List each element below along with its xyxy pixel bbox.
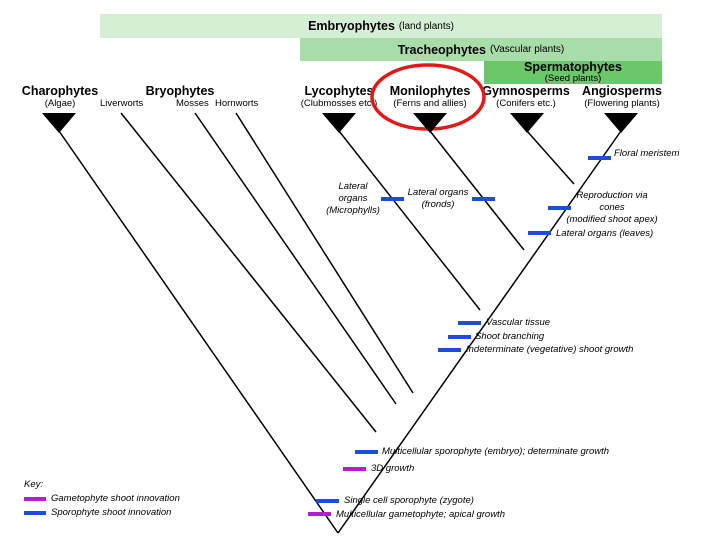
charophytes-name: Charophytes: [21, 84, 99, 98]
spermatophytes-name: Spermatophytes: [524, 59, 622, 74]
label-lateral-leaves: Lateral organs (leaves): [556, 228, 654, 239]
legend-swatch-sporophyte: [24, 510, 46, 515]
label-fronds-line-1: Lateral organs: [407, 187, 469, 198]
label-multicellular-sporophyte: Multicellular sporophyte (embryo); deter…: [382, 446, 610, 457]
embryophytes-name: Embryophytes: [308, 19, 395, 33]
tip-triangle-monilophytes: [413, 113, 447, 133]
tip-triangle-angiosperms: [604, 113, 638, 133]
legend-label-gametophyte: Gametophyte shoot innovation: [51, 493, 180, 504]
branch-mosses: [194, 112, 397, 405]
taxon-charophytes: Charophytes (Algae): [18, 84, 102, 109]
legend-swatch-gametophyte: [24, 496, 46, 501]
label-microphylls-line-3: (Microphylls): [326, 205, 380, 216]
label-floral-meristem: Floral meristem: [614, 148, 680, 159]
charophytes-desc: (Algae): [44, 98, 76, 109]
label-shoot-branching: Shoot branching: [475, 331, 545, 342]
branch-liverworts: [120, 112, 377, 433]
branch-charophytes: [58, 130, 339, 534]
taxon-lycophytes: Lycophytes (Clubmosses etc.): [293, 84, 385, 109]
tracheophytes-desc: (Vascular plants): [489, 44, 565, 55]
legend-item-sporophyte: Sporophyte shoot innovation: [24, 507, 180, 518]
tracheophytes-band: Tracheophytes (Vascular plants): [300, 38, 662, 61]
label-lateral-fronds: Lateral organs (fronds): [404, 187, 472, 211]
spermatophytes-desc: (Seed plants): [544, 72, 602, 84]
main-trunk: [337, 130, 622, 534]
label-fronds-line-2: (fronds): [421, 199, 455, 210]
label-multicellular-gametophyte: Multicellular gametophyte; apical growth: [336, 509, 505, 520]
branch-lycophytes: [338, 130, 481, 311]
monilophytes-desc: (Ferns and allies): [393, 98, 467, 109]
taxon-angiosperms: Angiosperms (Flowering plants): [578, 84, 666, 109]
lycophytes-name: Lycophytes: [304, 84, 374, 98]
gymnosperms-name: Gymnosperms: [482, 84, 570, 98]
label-reproduction-line-3: (modified shoot apex): [566, 214, 658, 225]
taxon-gymnosperms: Gymnosperms (Conifers etc.): [480, 84, 572, 109]
label-indeterminate-growth: Indeterminate (vegetative) shoot growth: [466, 344, 634, 355]
label-microphylls-line-2: organs: [338, 193, 368, 204]
branch-monilophytes: [429, 130, 525, 251]
angiosperms-desc: (Flowering plants): [584, 98, 660, 109]
hornworts-label: Hornworts: [215, 98, 259, 109]
tip-triangle-charophytes: [42, 113, 76, 133]
embryophytes-band: Embryophytes (land plants): [100, 14, 662, 38]
gymnosperms-desc: (Conifers etc.): [496, 98, 556, 109]
branch-hornworts: [235, 112, 414, 394]
tracheophytes-name: Tracheophytes: [397, 42, 486, 57]
branch-gymnosperms: [526, 130, 575, 185]
liverworts-label: Liverworts: [100, 98, 144, 109]
label-reproduction-line-2: cones: [599, 202, 625, 213]
label-single-cell-sporophyte: Single cell sporophyte (zygote): [344, 495, 474, 506]
label-3d-growth: 3D growth: [371, 463, 415, 474]
legend-title: Key:: [24, 479, 44, 490]
taxon-bryophytes: Bryophytes: [140, 84, 220, 98]
legend: Key: Gametophyte shoot innovation Sporop…: [24, 479, 180, 518]
taxon-monilophytes: Monilophytes (Ferns and allies): [382, 84, 478, 109]
mosses-label: Mosses: [176, 98, 209, 109]
bryophytes-name: Bryophytes: [145, 84, 215, 98]
label-reproduction-cones: Reproduction via cones (modified shoot a…: [562, 190, 662, 226]
label-lateral-microphylls: Lateral organs (Microphylls): [322, 181, 384, 217]
legend-label-sporophyte: Sporophyte shoot innovation: [51, 507, 172, 518]
label-vascular-tissue: Vascular tissue: [486, 317, 551, 328]
label-reproduction-line-1: Reproduction via: [576, 190, 648, 201]
label-microphylls-line-1: Lateral: [338, 181, 368, 192]
lycophytes-desc: (Clubmosses etc.): [300, 98, 378, 109]
angiosperms-name: Angiosperms: [582, 84, 662, 98]
embryophytes-desc: (land plants): [398, 20, 454, 32]
monilophytes-name: Monilophytes: [389, 84, 471, 98]
tip-triangle-lycophytes: [322, 113, 356, 133]
spermatophytes-band: Spermatophytes (Seed plants): [484, 59, 662, 84]
tip-triangle-gymnosperms: [510, 113, 544, 133]
legend-item-gametophyte: Gametophyte shoot innovation: [24, 493, 180, 504]
